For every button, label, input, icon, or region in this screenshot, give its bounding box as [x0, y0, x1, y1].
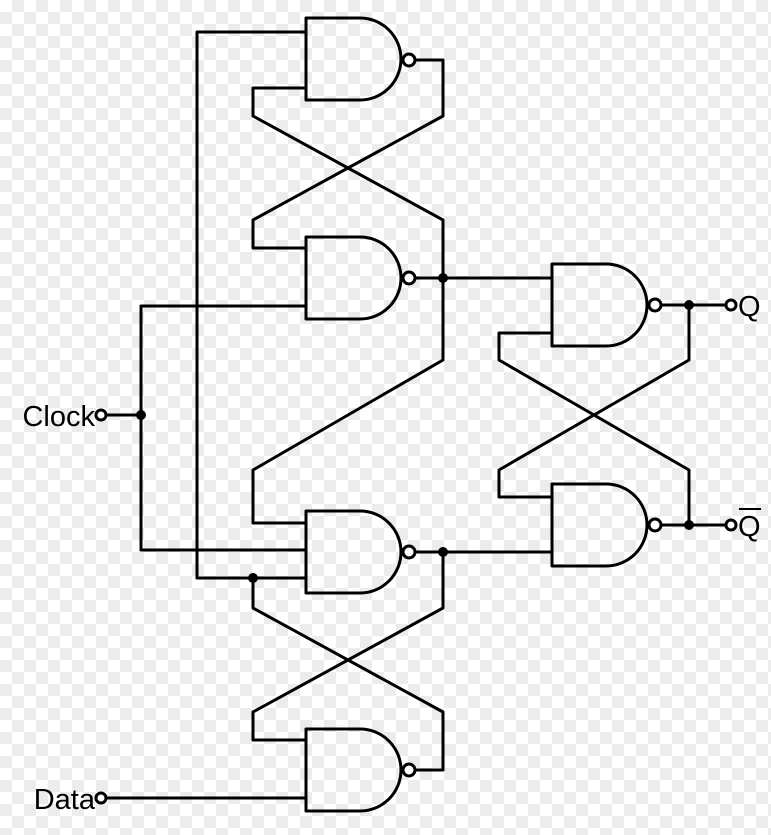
- junction-gate3-lower-input: [248, 573, 258, 583]
- junction-gate2-output: [438, 273, 448, 283]
- data-label: Data: [34, 784, 96, 816]
- wire-clock-bus: [139, 304, 306, 552]
- nand-gate-4-reset-latch-bottom: [304, 727, 417, 813]
- junction-q: [684, 300, 694, 310]
- wire-q-bar-to-gate5: [497, 331, 691, 525]
- wire-gate4-output-feedback: [251, 578, 445, 772]
- clock-label: Clock: [22, 401, 95, 433]
- clock-terminal: [94, 408, 108, 422]
- wire-gate2-output-to-gate3: [251, 278, 445, 525]
- nand-gate-3-reset-output: [304, 509, 417, 595]
- nand-gate-6-output-q-bar: [550, 482, 663, 568]
- nand-gate-1-set-latch-top: [304, 16, 417, 102]
- wire-gate3-output-to-gate4: [251, 552, 445, 742]
- q-bar-output-label: Q: [738, 511, 761, 543]
- nand-gate-2-set-output: [304, 235, 417, 321]
- junction-clock: [136, 410, 146, 420]
- wire-q-to-gate6: [497, 305, 691, 499]
- q-bar-terminal: [724, 518, 738, 532]
- nand-gate-5-output-q: [550, 262, 663, 348]
- wire-gate2-output-to-gate1: [251, 86, 445, 278]
- junction-q-bar: [684, 520, 694, 530]
- data-terminal: [94, 791, 108, 805]
- q-output-label: Q: [738, 291, 761, 323]
- junction-gate3-output: [438, 547, 448, 557]
- q-terminal: [724, 298, 738, 312]
